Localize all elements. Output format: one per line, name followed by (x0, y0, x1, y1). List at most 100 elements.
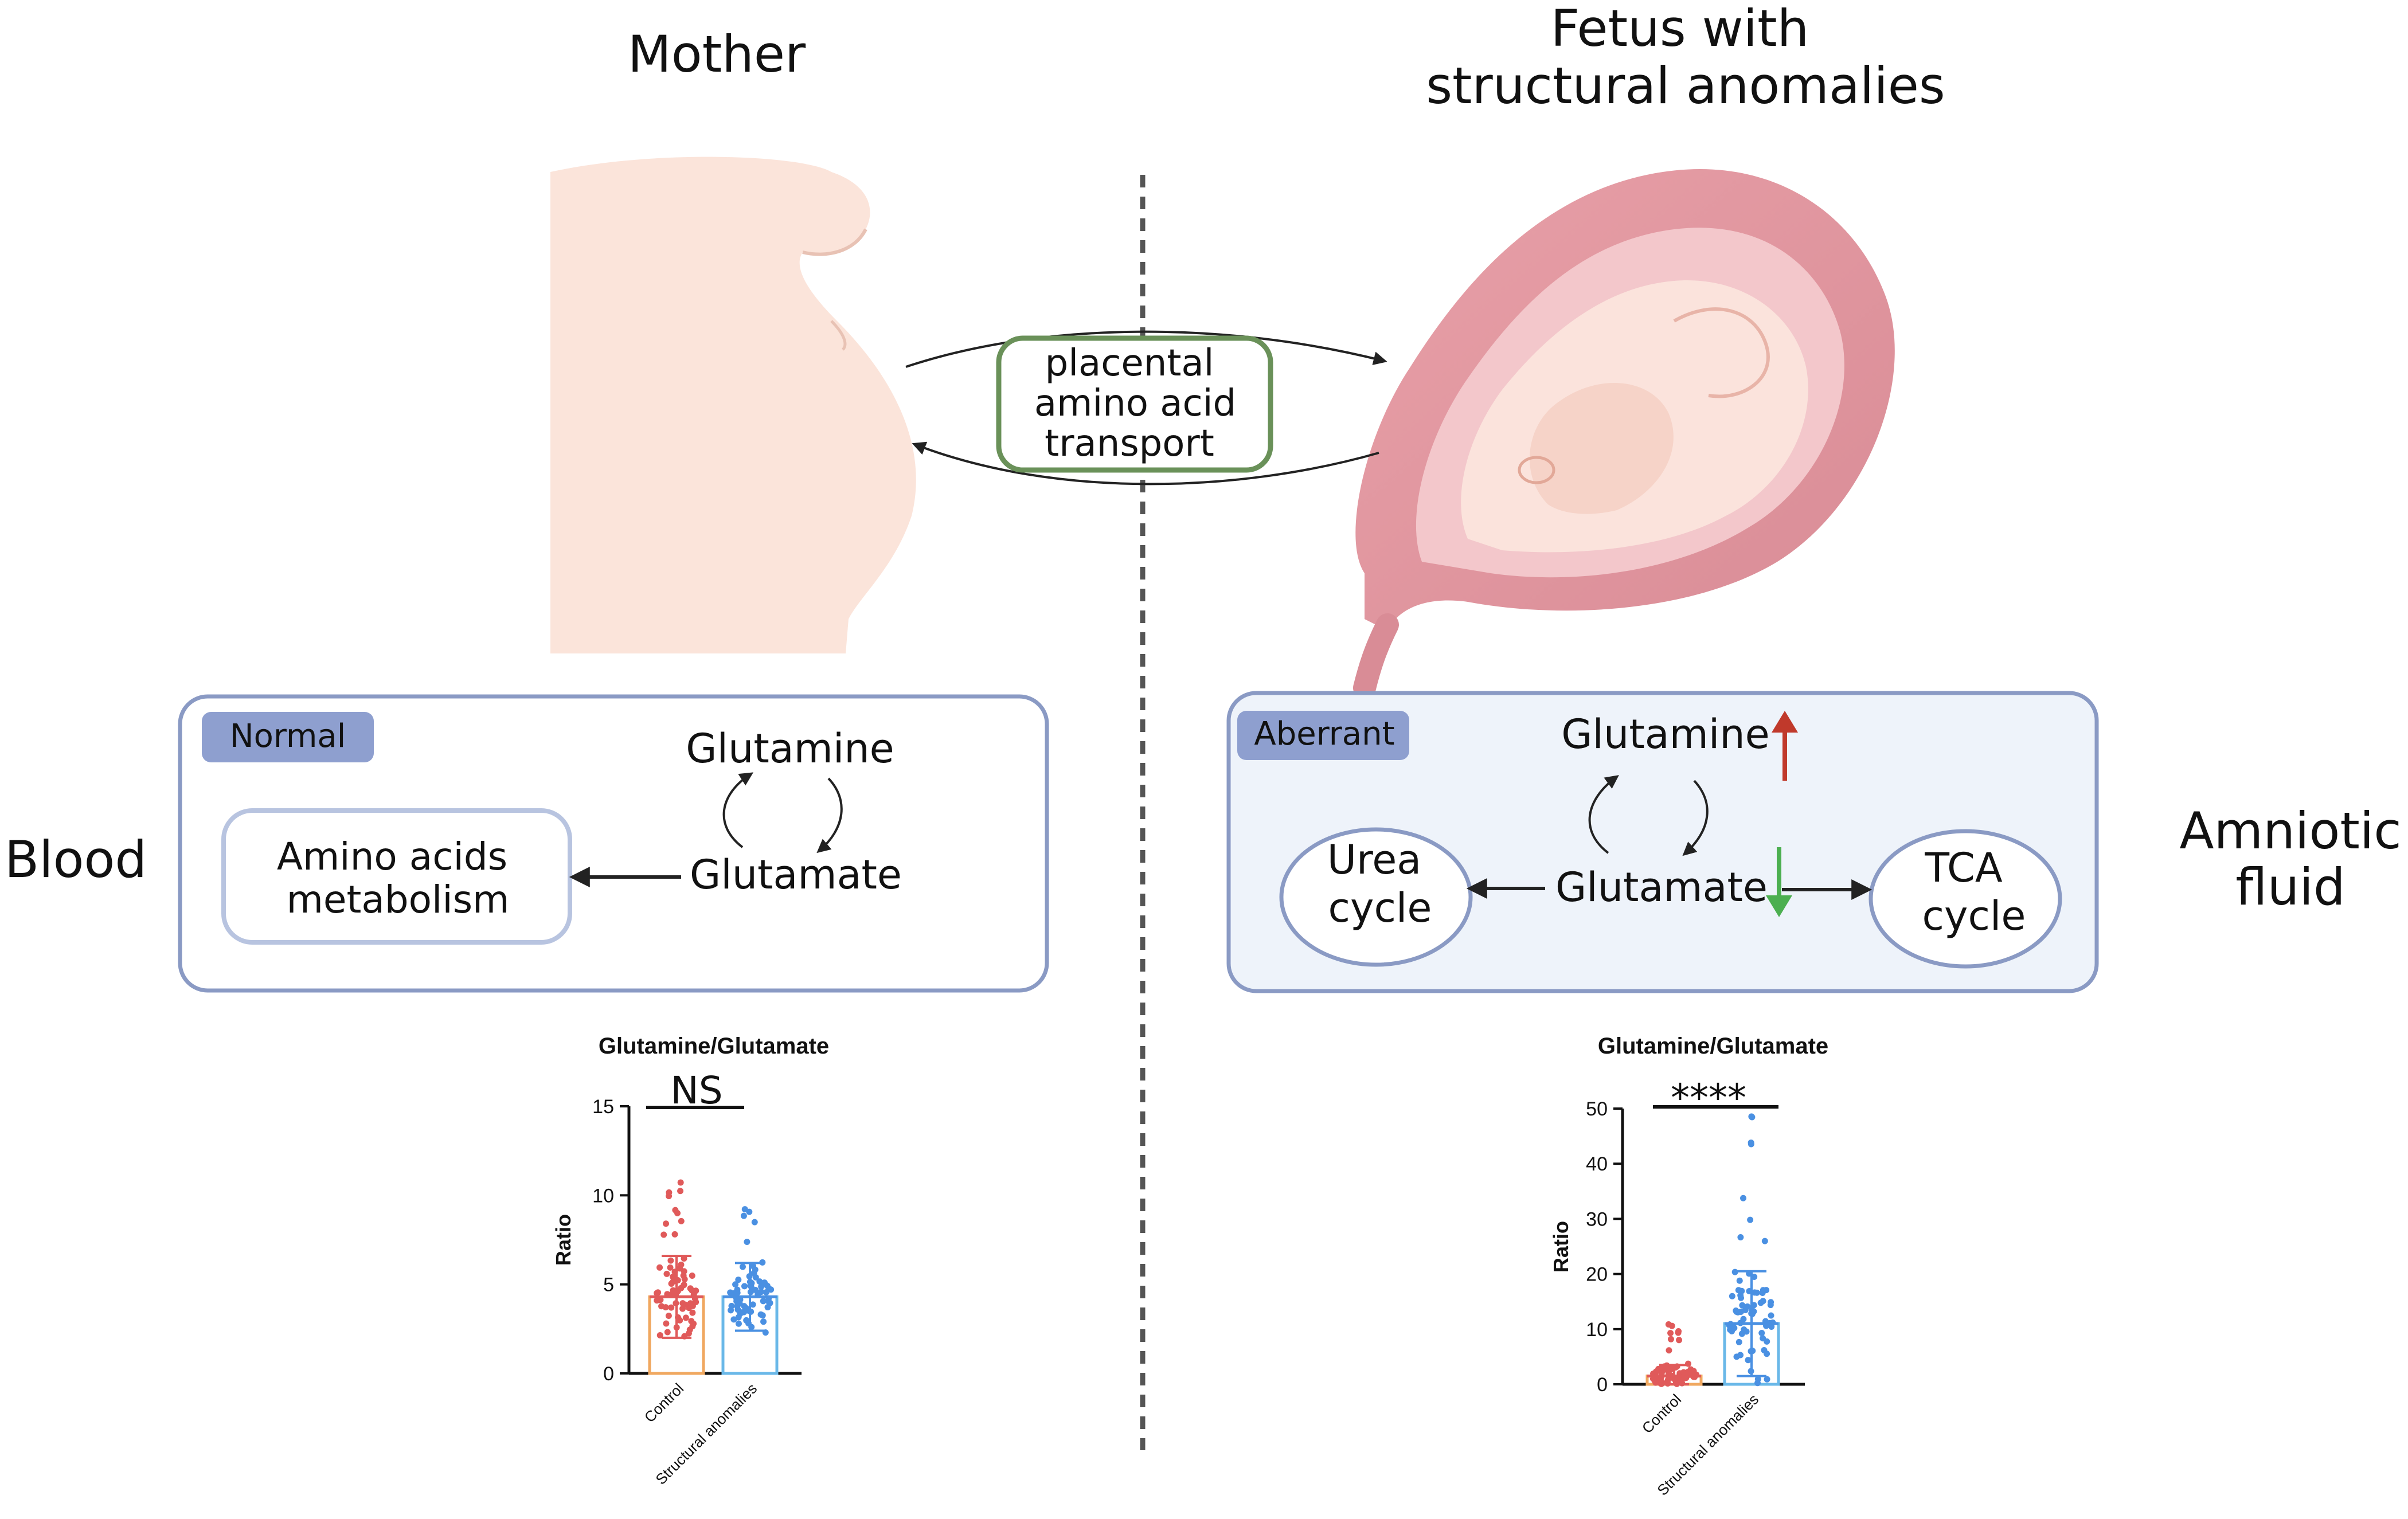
category-label: Control (641, 1380, 687, 1426)
data-point (730, 1290, 737, 1297)
amniotic-glutamate-label: Glutamate (1555, 864, 1768, 911)
data-point (763, 1289, 769, 1296)
data-point (1744, 1303, 1751, 1310)
data-point (677, 1179, 684, 1186)
amniotic-glutamine-label: Glutamine (1561, 711, 1769, 758)
data-point (765, 1298, 772, 1305)
aberrant-badge (1237, 711, 1409, 760)
data-point (656, 1264, 663, 1271)
data-point (1680, 1369, 1687, 1376)
mother-illustration (550, 156, 916, 653)
data-point (693, 1287, 699, 1294)
data-point (739, 1263, 746, 1270)
data-point (1652, 1368, 1659, 1375)
y-tick-label: 30 (1586, 1208, 1608, 1230)
blood-heading: Blood (5, 830, 147, 889)
data-point (1740, 1195, 1747, 1201)
data-point (1735, 1338, 1742, 1345)
data-point (1652, 1379, 1659, 1386)
data-point (689, 1273, 695, 1279)
chart-title: Glutamine/Glutamate (1598, 1033, 1828, 1059)
data-point (670, 1278, 677, 1285)
blood-metabolism-panel: Normal Glutamine Glutamate Amino acids m… (178, 694, 1049, 993)
data-point (687, 1300, 694, 1307)
urea-label-line2: cycle (1328, 884, 1432, 931)
data-point (735, 1277, 742, 1283)
y-tick-label: 0 (603, 1363, 614, 1385)
y-tick-label: 10 (1586, 1319, 1608, 1341)
data-point (689, 1309, 696, 1316)
data-point (670, 1273, 677, 1280)
data-point (741, 1283, 748, 1290)
data-point (1745, 1357, 1752, 1364)
y-tick-label: 10 (592, 1185, 614, 1207)
data-point (738, 1309, 745, 1316)
data-point (768, 1286, 775, 1293)
data-point (662, 1304, 669, 1311)
y-axis-label: Ratio (552, 1214, 575, 1266)
y-tick-label: 50 (1586, 1098, 1608, 1120)
data-point (1665, 1321, 1672, 1328)
mother-heading: Mother (628, 25, 806, 84)
data-point (687, 1285, 694, 1292)
data-point (741, 1206, 748, 1213)
placental-transport-box: placental amino acid transport (996, 335, 1273, 473)
data-point (1758, 1330, 1765, 1337)
data-point (728, 1302, 735, 1309)
data-point (756, 1278, 763, 1285)
data-point (666, 1193, 673, 1200)
amniotic-heading-line1: Amniotic (2179, 801, 2401, 860)
fetus-heading-line2: structural anomalies (1426, 56, 1945, 115)
data-point (1729, 1293, 1735, 1299)
data-point (660, 1231, 667, 1238)
data-point (764, 1304, 771, 1311)
data-point (663, 1220, 670, 1227)
glutamine-increase-arrowhead (1772, 711, 1798, 733)
y-tick-label: 5 (603, 1274, 614, 1296)
data-point (758, 1283, 765, 1290)
tca-label-line2: cycle (1922, 892, 2026, 939)
blood-glutamine-label: Glutamine (686, 725, 894, 772)
data-point (750, 1263, 757, 1270)
transport-arrow-to-fetus (905, 330, 1387, 368)
data-point (1761, 1238, 1768, 1244)
data-point (760, 1298, 767, 1305)
data-point (1667, 1336, 1674, 1342)
y-tick-label: 20 (1586, 1264, 1608, 1286)
data-point (689, 1323, 696, 1330)
y-tick-label: 15 (592, 1096, 614, 1118)
data-point (663, 1270, 670, 1277)
normal-badge (202, 712, 374, 762)
data-point (1731, 1325, 1738, 1332)
blood-cycle-arrow-down (816, 777, 843, 854)
transport-label-line1: placental (1045, 342, 1214, 385)
data-point (682, 1314, 689, 1321)
data-point (656, 1332, 663, 1338)
data-point (677, 1188, 684, 1195)
y-tick-label: 0 (1597, 1374, 1608, 1396)
category-label: Control (1639, 1391, 1684, 1436)
data-point (654, 1297, 660, 1304)
amniotic-ratio-chart: Glutamine/Glutamate **** Ratio 010203040… (1549, 1033, 1828, 1499)
data-point (735, 1320, 742, 1327)
data-point (1738, 1330, 1745, 1337)
data-point (740, 1212, 747, 1219)
data-point (1760, 1335, 1766, 1342)
data-point (1751, 1289, 1758, 1296)
data-point (730, 1316, 737, 1323)
data-point (667, 1257, 674, 1264)
data-point (680, 1272, 687, 1279)
data-point (751, 1219, 758, 1226)
urea-label-line1: Urea (1327, 836, 1421, 883)
data-point (681, 1282, 687, 1289)
data-point (1768, 1299, 1774, 1306)
chart-title: Glutamine/Glutamate (599, 1033, 829, 1059)
data-point (759, 1312, 766, 1319)
blood-cycle-arrow-up (722, 772, 754, 848)
data-point (1737, 1234, 1744, 1240)
data-point (1733, 1307, 1739, 1314)
data-point (1763, 1287, 1770, 1294)
amniotic-cycle-arrow-down (1682, 780, 1709, 856)
data-point (1764, 1376, 1770, 1383)
data-point (1733, 1353, 1740, 1360)
